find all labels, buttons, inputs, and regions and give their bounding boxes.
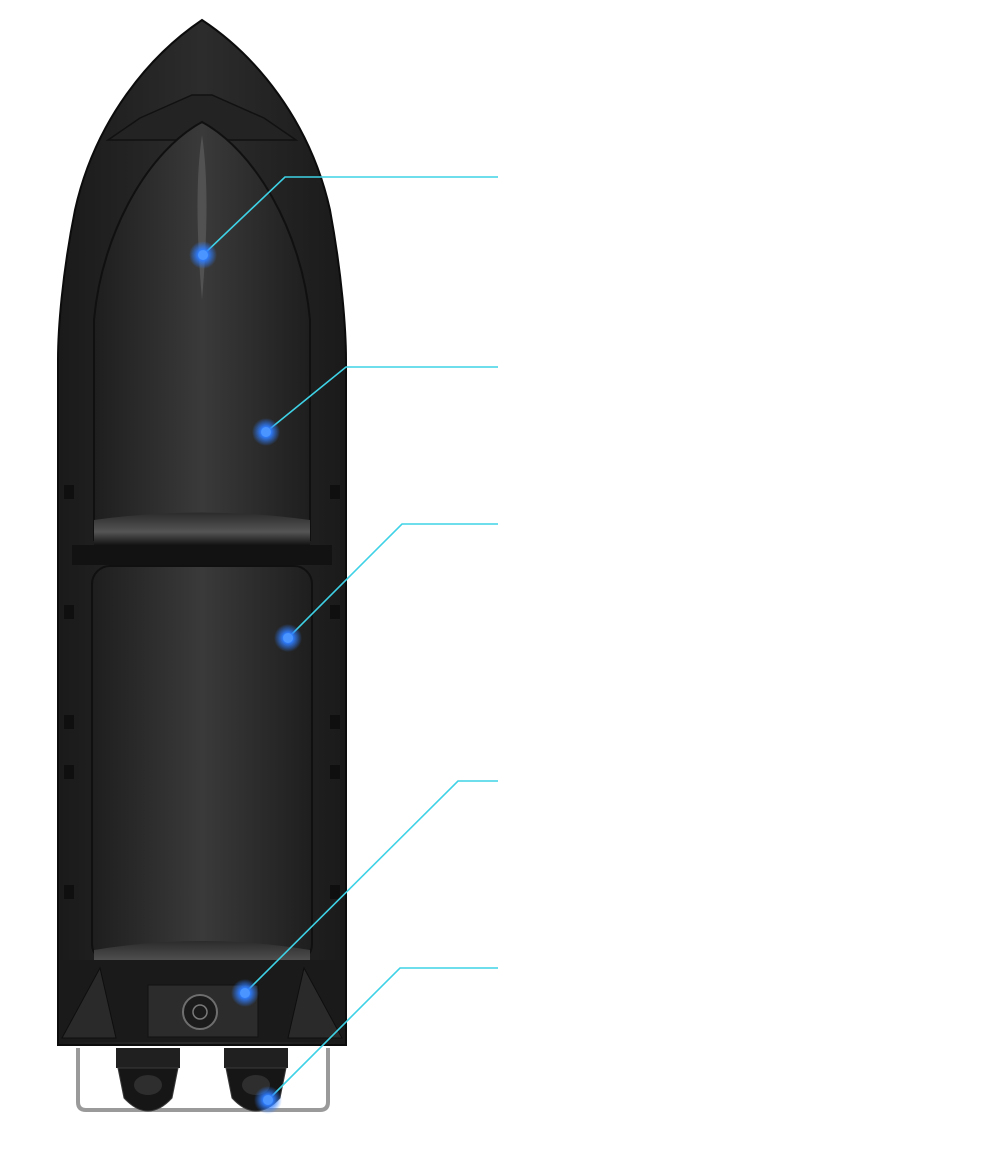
aft-cockpit [91,565,313,963]
hotspot-forward-cockpit[interactable] [252,418,280,446]
transom-brace-left [61,966,117,1039]
glowing-dot-icon [263,1095,273,1105]
forward-bench [94,512,310,545]
leader-line-aft [287,523,498,639]
glowing-dot-icon [198,250,208,260]
hotspot-bow-compartment[interactable] [189,241,217,269]
leader-lines [202,176,498,1101]
leader-line-forward [265,366,498,433]
outboard-engine-left-icon [116,1048,180,1112]
transom-brace-right [287,966,343,1039]
leader-line-bow [202,176,498,256]
hotspot-aft-cockpit[interactable] [274,624,302,652]
hotspot-outboard-engines[interactable] [254,1086,282,1114]
glowing-dot-icon [240,988,250,998]
console-hatch-center [192,1004,208,1020]
hotspots [189,241,302,1114]
leader-line-engines [267,967,498,1101]
cockpit-divider [72,545,332,565]
glowing-dot-icon [261,427,271,437]
hotspot-transom-console[interactable] [231,979,259,1007]
leader-line-console [244,780,498,994]
console-hatch-icon [182,994,218,1030]
stern-rail [76,1048,330,1112]
glowing-dot-icon [283,633,293,643]
bow-deck-ridge [105,94,299,141]
gunwale-cleats [64,485,340,899]
